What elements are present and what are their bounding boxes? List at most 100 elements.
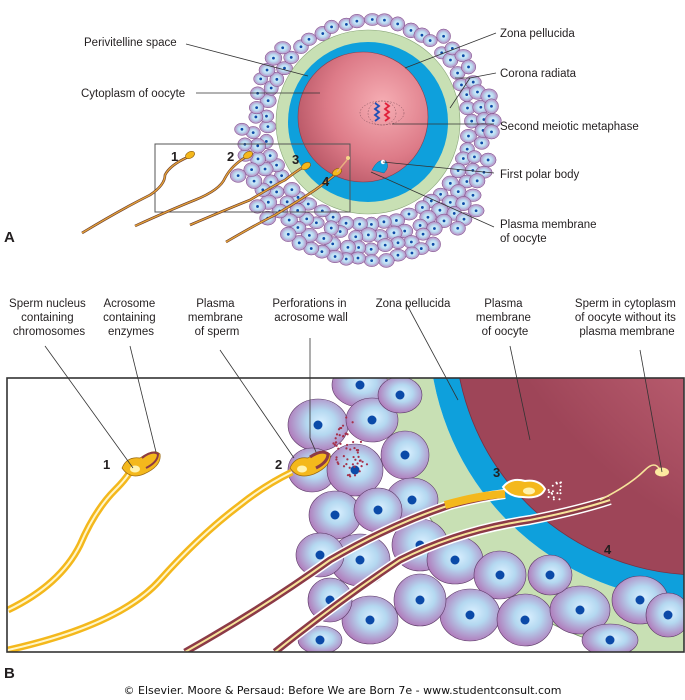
cell-nucleus [442, 34, 445, 38]
corona-cell-b [496, 593, 554, 647]
cell-nucleus [520, 615, 530, 625]
detail-box [154, 143, 351, 213]
cell-nucleus [309, 247, 313, 250]
perforation-dot [335, 456, 338, 459]
label-perforations: Perforations in acrosome wall [272, 298, 349, 324]
corona-cell [404, 246, 420, 260]
perforation-dot [337, 447, 340, 450]
corona-cell [264, 50, 283, 66]
label-perforations-2: acrosome wall [274, 312, 348, 324]
corona-cell [324, 19, 340, 34]
perforation-dot [345, 447, 348, 450]
sperm-number-3: 3 [292, 152, 299, 167]
corona-cell [229, 168, 247, 183]
cell-nucleus [307, 233, 311, 237]
corona-cell-b [527, 554, 573, 596]
enzyme-dot [551, 484, 554, 487]
corona-cell [449, 221, 466, 236]
sperm-head [243, 150, 253, 160]
cell-nucleus [344, 22, 348, 26]
tail-core [274, 499, 611, 652]
cell-nucleus [378, 234, 382, 238]
label-acrosome: Acrosome containing enzymes [103, 298, 159, 338]
cell-nucleus [357, 246, 360, 249]
sperm-tail-outline [81, 155, 189, 235]
cell-nucleus [254, 115, 258, 119]
sperm-number-b-4: 4 [604, 542, 612, 557]
corona-cell-b [326, 443, 384, 497]
sperm-b-2 [7, 450, 331, 652]
sperm-a-4-nucleus [346, 156, 350, 160]
oocyte-cytoplasm-b [454, 378, 684, 580]
perforation-dot [348, 466, 351, 469]
label-sperm-nucleus-2: containing [21, 312, 73, 324]
cell-nucleus [240, 127, 244, 131]
perforation-dot [346, 474, 350, 477]
perforation-dot [339, 442, 342, 445]
cell-nucleus [407, 495, 417, 505]
corona-cell-b [393, 573, 447, 627]
cell-nucleus [329, 226, 333, 230]
tail-core [7, 471, 293, 651]
cell-nucleus [315, 635, 325, 645]
cell-nucleus [605, 635, 615, 645]
cell-nucleus [490, 130, 493, 134]
cell-nucleus [467, 134, 470, 138]
cell-nucleus [346, 245, 350, 249]
cell-nucleus [419, 247, 423, 250]
sperm-b-3-head [501, 478, 547, 499]
cell-nucleus [395, 390, 405, 400]
label-pm-sperm-3: of sperm [195, 326, 240, 338]
cell-nucleus [265, 114, 268, 118]
sperm-a-3 [189, 161, 311, 227]
cell-nucleus [252, 179, 256, 183]
enzyme-dot [559, 485, 562, 488]
leader-perforations [309, 338, 317, 453]
cell-nucleus [373, 505, 383, 515]
perforation-dot [359, 440, 363, 443]
corona-cell [249, 138, 267, 154]
perforation-dot [334, 437, 337, 440]
sperm-number-1: 1 [171, 149, 178, 164]
perforation-dot [351, 421, 354, 424]
copyright-credit: © Elsevier. Moore & Persaud: Before We a… [123, 684, 562, 697]
cell-nucleus [350, 465, 360, 475]
cell-nucleus [442, 219, 446, 223]
cell-nucleus [487, 94, 491, 98]
cell-nucleus [265, 68, 269, 72]
corona-cell [436, 28, 451, 44]
perforation-dot [361, 460, 364, 463]
corona-cell-b [473, 550, 527, 600]
cell-nucleus [263, 167, 267, 171]
leader-perivitelline [185, 43, 309, 77]
panel-b: 1 2 3 4 Sperm nucleus containing chromos… [4, 298, 685, 682]
cell-nucleus [479, 105, 483, 109]
cell-nucleus [471, 80, 475, 84]
enzyme-dot [550, 492, 553, 495]
sperm-group-b [7, 450, 669, 652]
cell-nucleus [429, 199, 433, 203]
cell-nucleus [255, 106, 259, 109]
cell-nucleus [370, 259, 374, 263]
panel-a: 1 2 3 4 Perivitelline space Cytoplasm of… [4, 13, 639, 268]
cell-nucleus [439, 192, 443, 196]
corona-cell [363, 242, 379, 256]
panel-b-labels: Sperm nucleus containing chromosomes Acr… [9, 298, 676, 338]
cell-nucleus [330, 25, 333, 29]
cell-nucleus [452, 212, 456, 215]
perforation-dot [334, 441, 337, 444]
tail-core [7, 471, 131, 611]
cell-nucleus [354, 235, 358, 239]
corona-cell [390, 236, 406, 250]
label-sperm-nucleus-1: Sperm nucleus [9, 298, 86, 310]
cell-nucleus [415, 595, 425, 605]
cell-nucleus [663, 610, 673, 620]
cell-nucleus [272, 56, 275, 60]
corona-cell [422, 34, 438, 47]
sperm-tail [225, 174, 336, 243]
leader-plasma-membrane-oocyte-b [509, 345, 531, 441]
cell-nucleus [355, 380, 365, 390]
leader-sperm-nucleus [44, 345, 134, 469]
cell-nucleus [460, 83, 463, 87]
